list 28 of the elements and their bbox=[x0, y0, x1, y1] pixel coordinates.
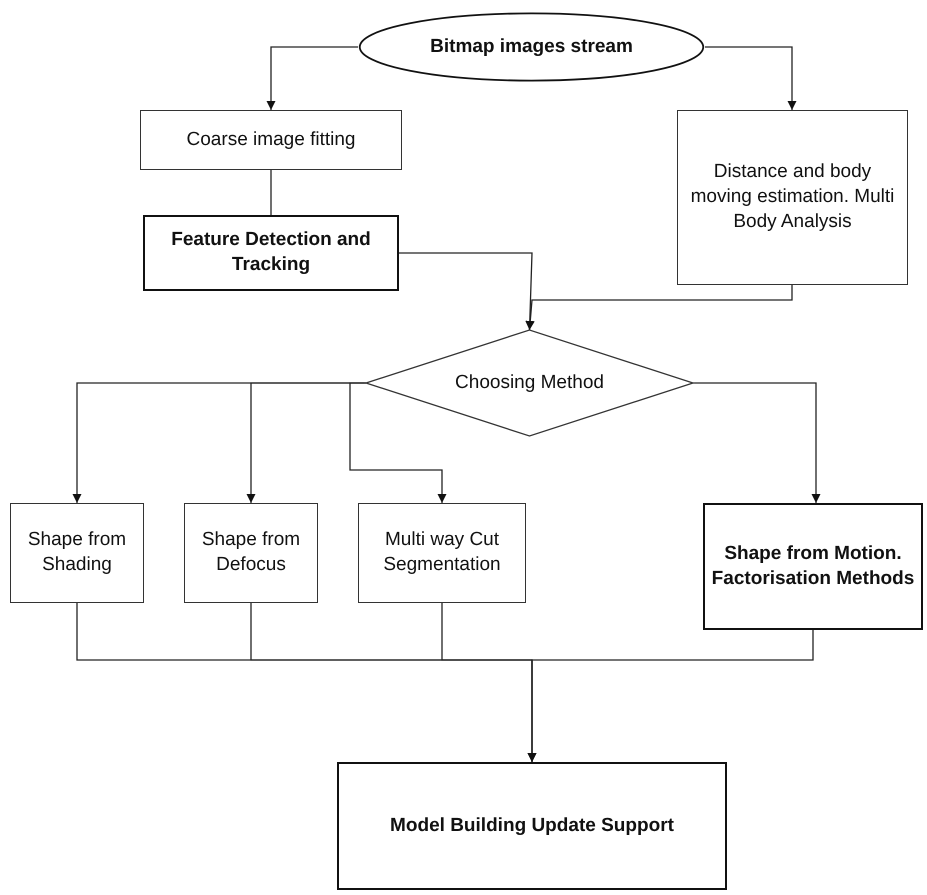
arrow bbox=[526, 285, 793, 330]
start-ellipse bbox=[358, 12, 705, 82]
process-box bbox=[677, 110, 908, 285]
arrow bbox=[693, 382, 820, 503]
node-label: Shape from Shading bbox=[26, 528, 128, 577]
node-label: Bitmap images stream bbox=[429, 34, 634, 59]
node-label: Shape from Defocus bbox=[200, 528, 302, 577]
node-label: Model Building Update Support bbox=[389, 814, 675, 838]
arrow bbox=[349, 382, 446, 503]
connector-line bbox=[270, 170, 272, 215]
node-label: Distance and body moving estimation. Multi Body Analysis bbox=[690, 160, 896, 234]
node-label: Choosing Method bbox=[454, 370, 605, 395]
process-box bbox=[184, 503, 318, 603]
arrow bbox=[528, 630, 814, 762]
process-box bbox=[143, 215, 399, 291]
node-label: Feature Detection and Tracking bbox=[170, 228, 372, 277]
decision-diamond bbox=[366, 330, 693, 436]
process-box bbox=[337, 762, 727, 890]
process-box bbox=[703, 503, 923, 630]
process-box bbox=[140, 110, 402, 170]
arrow bbox=[266, 46, 358, 110]
process-box bbox=[358, 503, 526, 603]
node-label: Multi way Cut Segmentation bbox=[382, 528, 502, 577]
node-label: Coarse image fitting bbox=[186, 128, 356, 152]
arrow bbox=[705, 46, 796, 110]
node-label: Shape from Motion. Factorisation Methods bbox=[710, 542, 916, 590]
arrow bbox=[399, 252, 534, 330]
process-box bbox=[10, 503, 144, 603]
